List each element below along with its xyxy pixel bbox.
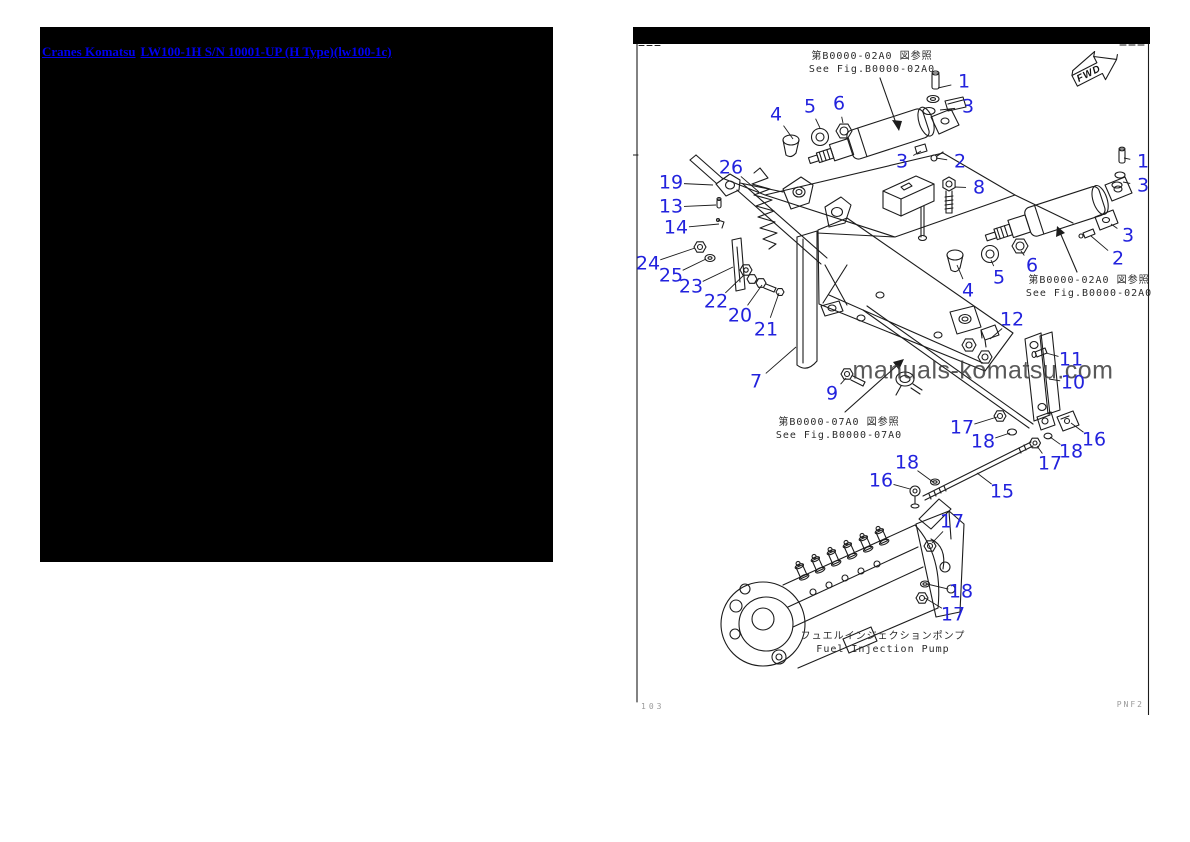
callout-19: 19 (658, 171, 684, 194)
link-model-lw100[interactable]: LW100-1H S/N 10001-UP (H Type)(lw100-1c) (140, 44, 392, 59)
callout-10: 10 (1060, 371, 1086, 394)
callout-3: 3 (961, 95, 975, 118)
footer-code: PNF2 (1116, 700, 1144, 709)
diagram-top-bar (633, 27, 1150, 44)
callout-3: 3 (895, 150, 909, 173)
callout-22: 22 (703, 290, 729, 313)
embedded-image-placeholder (40, 27, 553, 562)
watermark: manuals-komatsu.com (852, 356, 1114, 385)
callout-11: 11 (1058, 348, 1084, 371)
callout-21: 21 (753, 318, 779, 341)
callout-4: 4 (769, 103, 783, 126)
page-number: 103 (641, 702, 665, 711)
callout-2: 2 (953, 150, 967, 173)
callout-3: 3 (1136, 174, 1150, 197)
figure-ref-left-en: See Fig.B0000-07A0 (775, 430, 903, 441)
callout-18: 18 (948, 580, 974, 603)
callout-9: 9 (825, 382, 839, 405)
callout-24: 24 (635, 252, 661, 275)
callout-3: 3 (1121, 224, 1135, 247)
pump-caption: フュエルインジェクションポンプ Fuel Injection Pump (801, 630, 966, 656)
parts-diagram-panel: FWD 第B0000-02A0 図参照 See Fig.B0000-02A0 第… (633, 27, 1152, 715)
callout-13: 13 (658, 195, 684, 218)
parts-illustration-svg: FWD (633, 43, 1150, 715)
callout-17: 17 (949, 416, 975, 439)
callout-6: 6 (1025, 254, 1039, 277)
callout-18: 18 (1058, 440, 1084, 463)
callout-18: 18 (894, 451, 920, 474)
callout-15: 15 (989, 480, 1015, 503)
callout-17: 17 (940, 603, 966, 626)
callout-5: 5 (803, 95, 817, 118)
figure-ref-top: 第B0000-02A0 図参照 See Fig.B0000-02A0 (809, 50, 935, 76)
pump-caption-en: Fuel Injection Pump (816, 644, 950, 655)
figure-ref-left: 第B0000-07A0 図参照 See Fig.B0000-07A0 (776, 416, 902, 442)
breadcrumb: Cranes Komatsu LW100-1H S/N 10001-UP (H T… (42, 44, 397, 60)
callout-2: 2 (1111, 247, 1125, 270)
figure-ref-right-en: See Fig.B0000-02A0 (1025, 288, 1153, 299)
callout-8: 8 (972, 176, 986, 199)
callout-12: 12 (999, 308, 1025, 331)
callout-17: 17 (939, 510, 965, 533)
figure-ref-left-jp: 第B0000-07A0 図参照 (778, 417, 900, 428)
callout-25: 25 (658, 264, 684, 287)
callout-5: 5 (992, 266, 1006, 289)
pump-caption-jp: フュエルインジェクションポンプ (800, 631, 966, 642)
callout-17: 17 (1037, 452, 1063, 475)
callout-6: 6 (832, 92, 846, 115)
callout-4: 4 (961, 279, 975, 302)
callout-7: 7 (749, 370, 763, 393)
callout-18: 18 (970, 430, 996, 453)
callout-1: 1 (957, 70, 971, 93)
figure-ref-top-jp: 第B0000-02A0 図参照 (811, 51, 933, 62)
callout-16: 16 (868, 469, 894, 492)
figure-ref-right-jp: 第B0000-02A0 図参照 (1028, 275, 1150, 286)
link-cranes-komatsu[interactable]: Cranes Komatsu (42, 44, 136, 59)
parts-illustration: FWD (633, 43, 1150, 715)
callout-23: 23 (678, 275, 704, 298)
figure-ref-right: 第B0000-02A0 図参照 See Fig.B0000-02A0 (1026, 274, 1152, 300)
callout-16: 16 (1081, 428, 1107, 451)
callout-14: 14 (663, 216, 689, 239)
figure-ref-top-en: See Fig.B0000-02A0 (808, 64, 936, 75)
callout-leader-lines (660, 84, 1131, 609)
callout-26: 26 (718, 156, 744, 179)
callout-20: 20 (727, 304, 753, 327)
callout-1: 1 (1136, 150, 1150, 173)
